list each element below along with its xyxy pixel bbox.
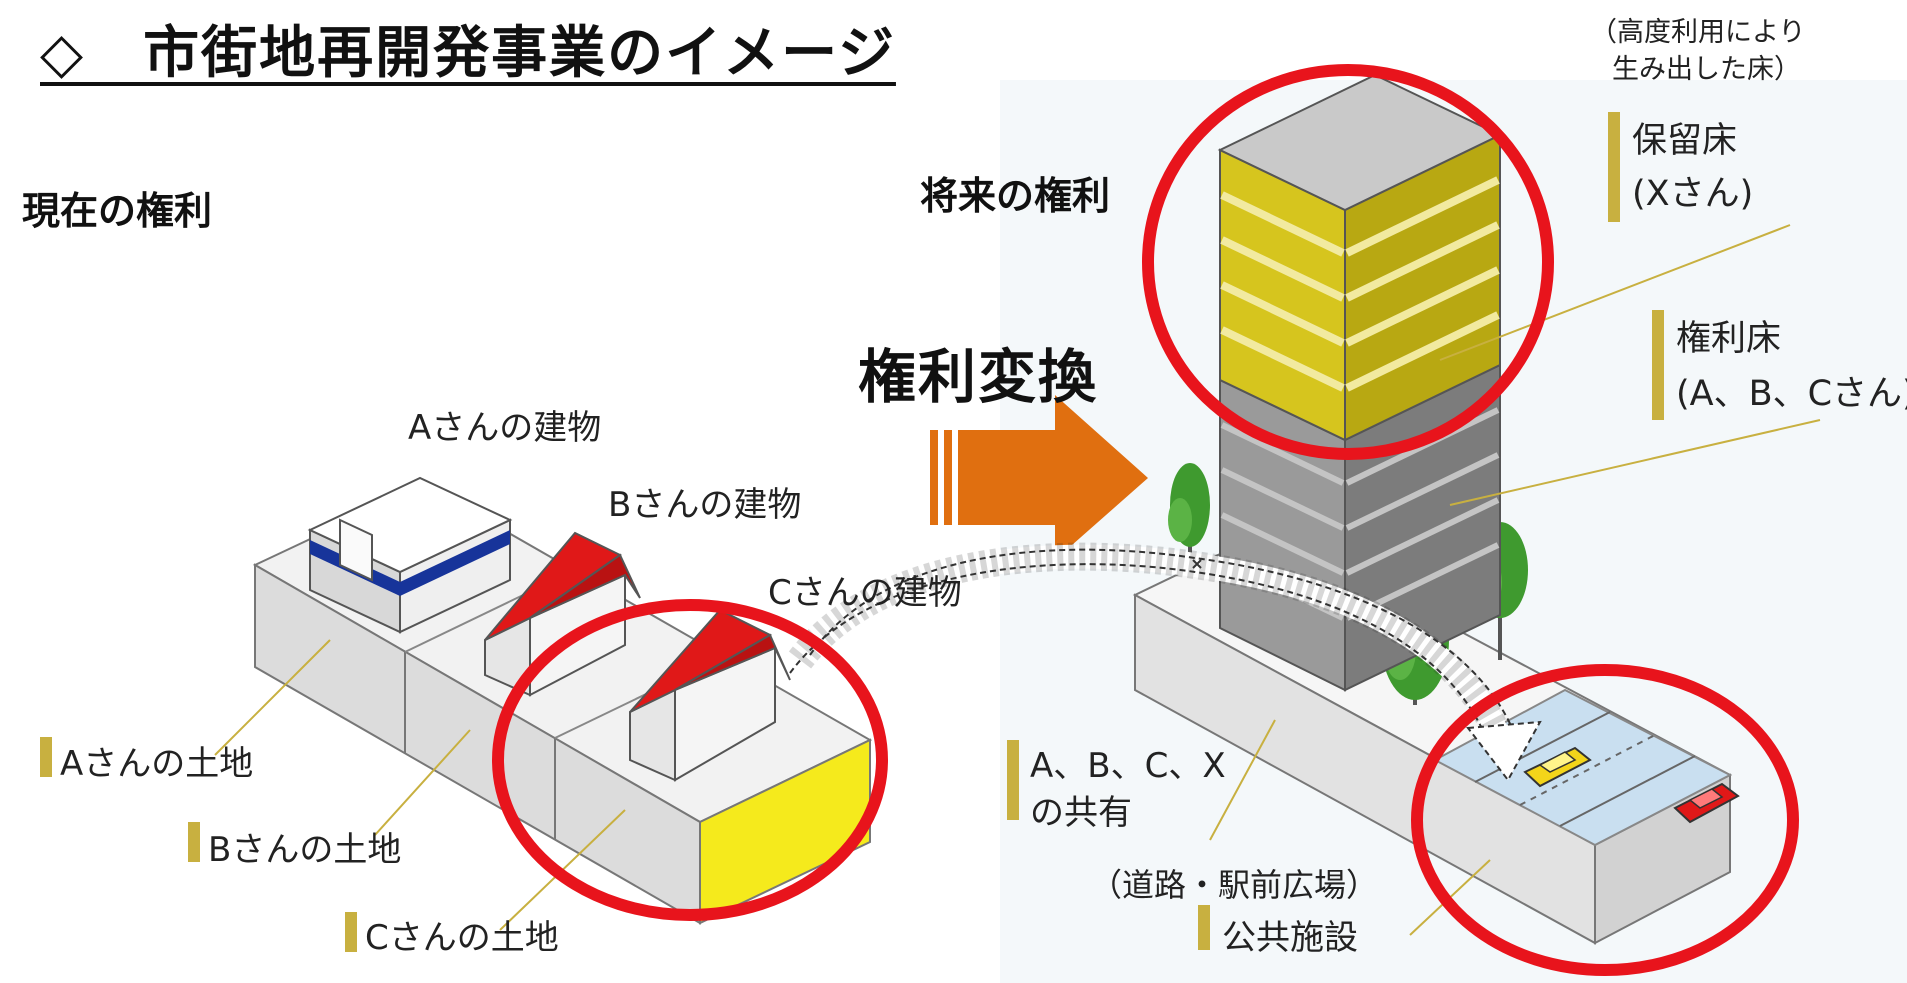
transfer-arrow-outline-top	[789, 563, 1486, 736]
orange-arrow-icon	[930, 395, 1148, 560]
road-edge-line-2	[1559, 755, 1696, 827]
highlight-circle-land-c	[492, 599, 888, 921]
tag-marker-land-b	[188, 822, 200, 862]
label-road-station: （道路・駅前広場）	[1090, 866, 1379, 904]
tag-marker-public	[1198, 905, 1210, 950]
land-transfer-arrow	[788, 542, 1542, 782]
label-high-use-line1: （高度利用により	[1590, 17, 1806, 48]
label-land-a: Aさんの土地	[60, 744, 254, 784]
building-a-band-right	[400, 530, 510, 596]
building-a-stair-box	[339, 518, 373, 582]
tag-marker-rights	[1652, 310, 1664, 420]
tag-marker-shared	[1007, 740, 1019, 820]
label-high-use-line2: 生み出した床）	[1612, 54, 1801, 85]
label-rights-floor: 権利床	[1676, 319, 1782, 359]
label-land-c: Cさんの土地	[365, 918, 559, 958]
road-edge-line	[1474, 711, 1611, 783]
label-building-c: Cさんの建物	[768, 573, 962, 613]
highlight-circle-public	[1411, 664, 1799, 976]
transfer-arrow-cross-mark	[1192, 559, 1202, 569]
label-future-rights: 将来の権利	[920, 174, 1111, 218]
road-center-line	[1519, 734, 1656, 806]
label-current-rights: 現在の権利	[22, 189, 213, 233]
building-b-roof-right	[529, 553, 641, 619]
label-reserved-owner: (Xさん)	[1632, 174, 1754, 214]
label-building-a: Aさんの建物	[408, 408, 602, 448]
future-leader-lines	[1209, 224, 1821, 936]
label-reserved-floor: 保留床	[1632, 121, 1738, 161]
leader-shared	[1209, 719, 1276, 841]
page-title: ◇ 市街地再開発事業のイメージ	[40, 21, 896, 86]
leader-land-a	[214, 639, 331, 756]
transfer-arrow-body	[790, 544, 1512, 745]
transfer-arrow-shadow	[788, 542, 1513, 746]
highlight-circle-tower	[1142, 64, 1554, 460]
tag-marker-reserved	[1608, 112, 1620, 222]
transfer-arrow-outline-bottom	[809, 548, 1516, 736]
tower-floor-bands-upper	[1220, 176, 1500, 392]
tag-marker-land-c	[345, 912, 357, 952]
label-public-facility: 公共施設	[1222, 918, 1358, 958]
label-building-b: Bさんの建物	[608, 485, 802, 525]
yellow-car-icon	[1523, 746, 1592, 788]
building-c	[629, 608, 791, 782]
building-c-roof-right	[674, 633, 791, 691]
land-c-side-yellow	[699, 738, 871, 925]
label-shared-line2: の共有	[1030, 793, 1132, 833]
building-a	[307, 476, 513, 634]
transfer-arrow-head	[1466, 720, 1542, 782]
label-rights-owners: (A、B、Cさん)	[1676, 374, 1907, 414]
leader-land-b	[374, 729, 471, 836]
tree-icon	[1168, 463, 1210, 575]
leader-reserved-floor	[1439, 224, 1791, 361]
tag-marker-land-a	[40, 737, 52, 777]
red-car-icon	[1673, 782, 1740, 824]
label-shared-line1: A、B、C、X	[1030, 746, 1226, 786]
highlight-circles	[492, 64, 1799, 976]
label-land-b: Bさんの土地	[208, 830, 402, 870]
label-rights-conversion: 権利変換	[858, 343, 1099, 411]
leader-rights-floor	[1449, 419, 1821, 506]
